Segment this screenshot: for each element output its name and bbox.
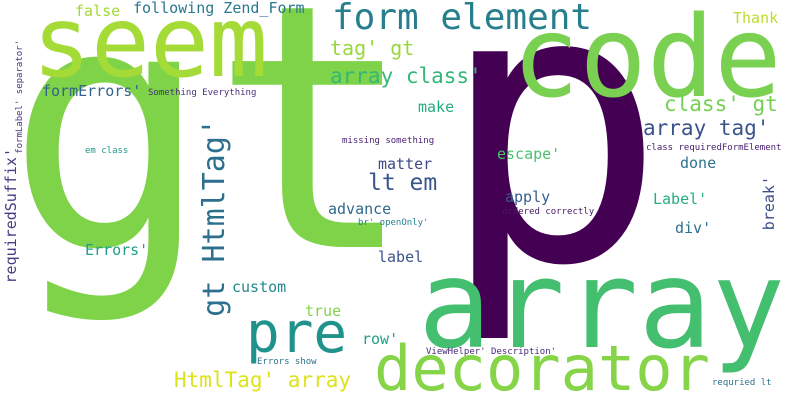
word-something-everything: Something Everything — [148, 88, 257, 98]
word-advance: advance — [328, 200, 392, 218]
word-requried-lt: requried lt — [712, 378, 772, 388]
word-class-gt: class' gt — [664, 92, 778, 116]
word-break: break' — [760, 176, 778, 231]
word-form-element: form element — [332, 0, 593, 38]
word-tag-gt: tag' gt — [330, 36, 415, 60]
word-missing-something: missing something — [342, 136, 435, 146]
word-gt-htmltag: gt HtmlTag' — [197, 118, 232, 317]
word-custom: custom — [232, 278, 287, 296]
word-pre: pre — [246, 301, 348, 366]
word-array-tag: array tag' — [643, 116, 770, 140]
word-label: label — [378, 248, 424, 266]
word-br-openonly: br' openOnly' — [358, 218, 429, 228]
word-array-class: array class' — [330, 64, 482, 88]
word-em-class: em class — [85, 146, 129, 156]
word-row: row' — [362, 330, 399, 348]
word-viewhelper-description: ViewHelper' Description' — [426, 347, 557, 357]
word-div: div' — [675, 219, 712, 237]
word-formerrors: formErrors' — [42, 82, 142, 100]
word-code: code — [512, 0, 782, 123]
word-lt-em: lt em — [368, 170, 438, 196]
word-decorator: decorator — [374, 332, 710, 400]
word-label-tick: Label' — [653, 190, 708, 208]
word-done: done — [680, 154, 717, 172]
word-thank: Thank — [733, 9, 779, 27]
word-matter: matter — [378, 155, 433, 173]
word-errors: Errors' — [85, 241, 149, 259]
word-requiredsuffix: requiredSuffix' — [2, 148, 20, 284]
word-following-zend-form: following Zend_Form — [133, 0, 305, 17]
word-false: false — [75, 2, 121, 20]
word-true: true — [305, 302, 342, 320]
word-array: array — [418, 234, 786, 376]
word-seem: seem — [32, 0, 269, 100]
word-ordered-correctly: ordered correctly — [502, 207, 595, 217]
word-gt: gt — [6, 0, 416, 328]
word-formlabel-separator: formLabel' separator' — [15, 40, 25, 154]
word-htmltag-array: HtmlTag' array — [174, 368, 352, 392]
word-apply: apply — [505, 188, 551, 206]
word-class-requiredformelement: class requiredFormElement — [646, 143, 782, 153]
word-p: p — [438, 0, 667, 349]
word-make: make — [418, 98, 455, 116]
word-escape: escape' — [497, 145, 561, 163]
word-errors-show: Errors show — [257, 357, 317, 367]
